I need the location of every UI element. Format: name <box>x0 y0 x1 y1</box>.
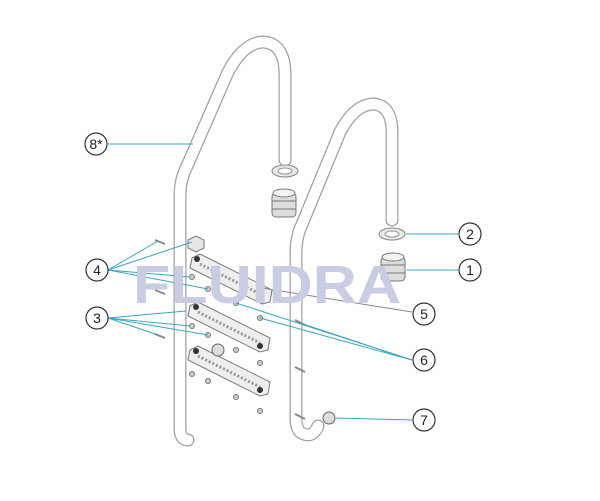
step-2 <box>187 301 271 353</box>
svg-text:3: 3 <box>93 310 101 326</box>
callout-2: 2 <box>458 222 482 246</box>
nuts <box>189 274 263 414</box>
step-1 <box>189 253 273 305</box>
leader-line-5 <box>261 287 413 313</box>
svg-text:5: 5 <box>420 306 428 322</box>
callout-6: 6 <box>412 348 436 372</box>
svg-text:7: 7 <box>420 412 428 428</box>
escutcheon-left <box>271 164 299 178</box>
right-handrail <box>289 97 399 442</box>
anchor-right <box>380 252 406 282</box>
step-3 <box>187 345 271 397</box>
svg-text:2: 2 <box>466 226 474 242</box>
end-caps <box>211 343 336 425</box>
escutcheon-right <box>378 227 406 241</box>
fluidra-watermark: FLUIDRA <box>133 255 401 315</box>
svg-text:6: 6 <box>420 352 428 368</box>
svg-text:4: 4 <box>93 262 101 278</box>
callout-7: 7 <box>412 408 436 432</box>
left-handrail <box>173 35 292 447</box>
callout-5: 5 <box>412 302 436 326</box>
step-clip <box>187 235 205 253</box>
anchor-left <box>271 188 297 218</box>
leader-lines <box>107 143 458 421</box>
callout-1: 1 <box>458 258 482 282</box>
callout-3: 3 <box>85 306 109 330</box>
callout-4: 4 <box>85 258 109 282</box>
svg-text:1: 1 <box>466 262 474 278</box>
svg-text:8*: 8* <box>89 136 103 152</box>
callout-8: 8* <box>84 132 108 156</box>
